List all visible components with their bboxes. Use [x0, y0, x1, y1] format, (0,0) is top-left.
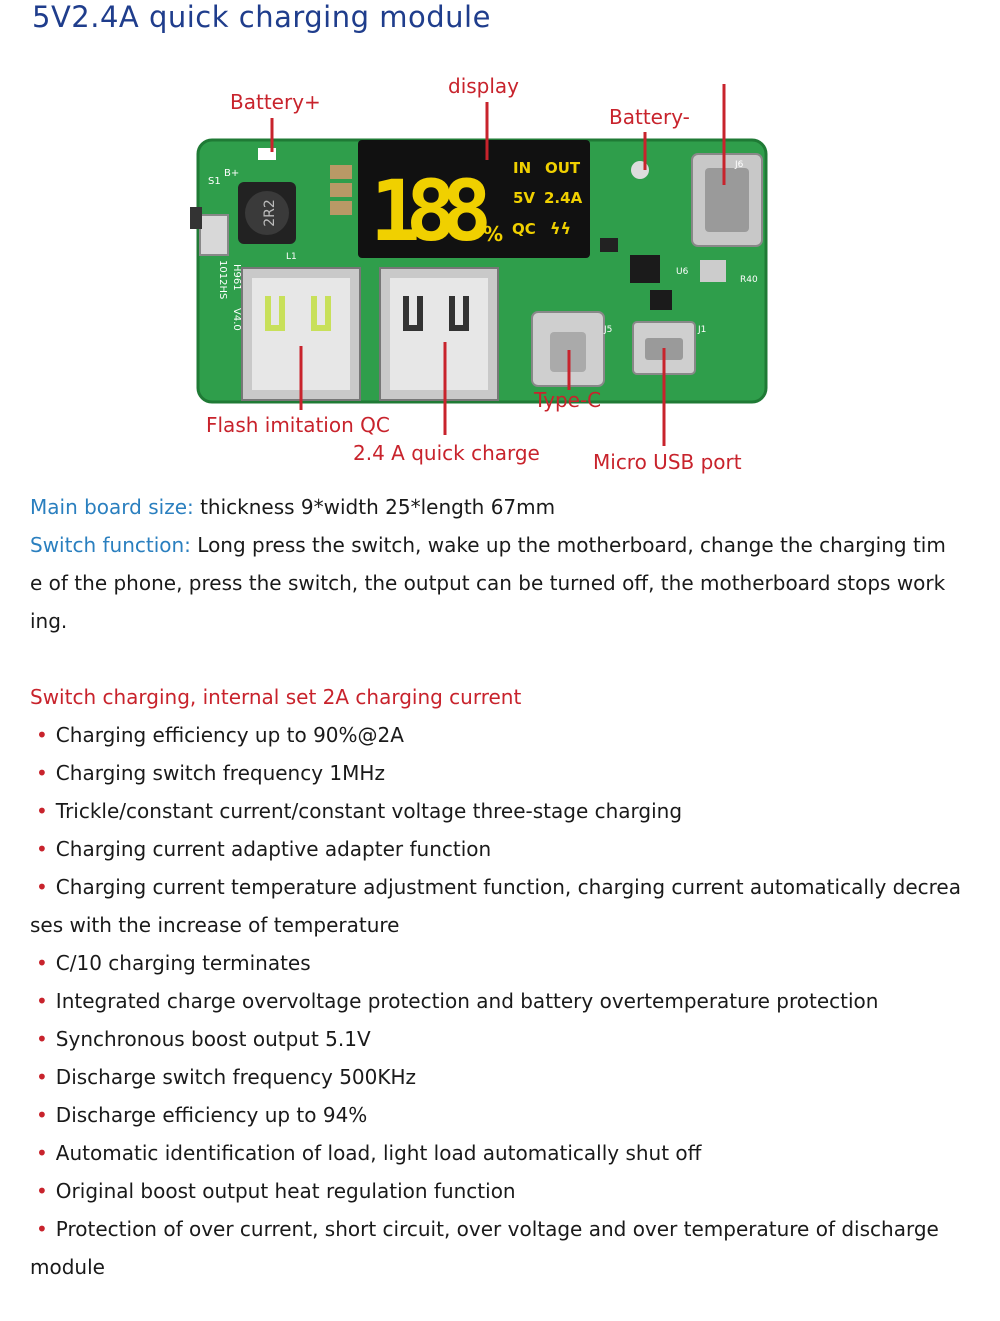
label-type-c: Type-C — [534, 388, 602, 412]
list-item: • Trickle/constant current/constant volta… — [30, 792, 980, 830]
svg-text:J6: J6 — [734, 160, 744, 170]
board-size-label: Main board size: — [30, 495, 194, 519]
bullet-icon: • — [36, 951, 48, 975]
list-item-text: Trickle/constant current/constant voltag… — [55, 799, 683, 823]
list-item: • Charging efficiency up to 90%@2A — [30, 716, 980, 754]
switch-function-line: Switch function: Long press the switch, … — [30, 526, 980, 564]
svg-text:S1: S1 — [208, 176, 221, 187]
list-item-text: Charging efficiency up to 90%@2A — [55, 723, 404, 747]
bullet-icon: • — [36, 1179, 48, 1203]
list-item: • Discharge efficiency up to 94% — [30, 1096, 980, 1134]
display-in: IN — [513, 159, 531, 177]
display-volt: 5V — [513, 189, 535, 207]
power-switch — [199, 214, 229, 256]
svg-text:U6: U6 — [676, 267, 689, 277]
bullet-icon: • — [36, 989, 48, 1013]
page-title: 5V2.4A quick charging module — [32, 0, 491, 34]
switch-function-text-1: Long press the switch, wake up the mothe… — [190, 533, 946, 557]
svg-text:H961: H961 — [231, 264, 242, 291]
label-battery-minus: Battery- — [609, 105, 690, 129]
list-item: • Charging current temperature adjustment… — [30, 868, 980, 906]
list-item: • Automatic identification of load, light… — [30, 1134, 980, 1172]
bullet-icon: • — [36, 761, 48, 785]
list-item-text: Discharge switch frequency 500KHz — [55, 1065, 417, 1089]
inductor-marking: 2R2 — [262, 199, 278, 227]
display-percent: % — [483, 222, 503, 246]
spec-block: Main board size: thickness 9*width 25*le… — [30, 488, 980, 640]
list-item-text: C/10 charging terminates — [55, 951, 311, 975]
list-item: • C/10 charging terminates — [30, 944, 980, 982]
switch-function-label: Switch function: — [30, 533, 191, 557]
display-out: OUT — [545, 159, 581, 177]
list-item: • Protection of over current, short circu… — [30, 1210, 980, 1248]
board-size-value: thickness 9*width 25*length 67mm — [193, 495, 556, 519]
list-item-text: Protection of over current, short circui… — [55, 1217, 939, 1241]
list-item: • Integrated charge overvoltage protectio… — [30, 982, 980, 1020]
list-item: • Charging switch frequency 1MHz — [30, 754, 980, 792]
list-item-text: Discharge efficiency up to 94% — [55, 1103, 368, 1127]
bullet-icon: • — [36, 799, 48, 823]
label-micro-usb: Micro USB port — [593, 450, 742, 474]
label-flash-imitation-qc: Flash imitation QC — [206, 413, 390, 437]
bullet-icon: • — [36, 1065, 48, 1089]
display-amp: 2.4A — [544, 189, 583, 207]
bullet-icon: • — [36, 1141, 48, 1165]
pcb-board-image: 2R2 188 % IN OUT 5V 2.4A QC ϟϟ — [190, 84, 768, 446]
module-figure: 2R2 188 % IN OUT 5V 2.4A QC ϟϟ — [0, 60, 1000, 490]
list-item-text: Original boost output heat regulation fu… — [55, 1179, 516, 1203]
label-display: display — [448, 74, 520, 98]
bullet-icon: • — [36, 875, 48, 899]
label-battery-plus: Battery+ — [230, 90, 321, 114]
list-item-text: Charging switch frequency 1MHz — [55, 761, 385, 785]
svg-text:J5: J5 — [603, 325, 612, 335]
bullet-icon: • — [36, 1103, 48, 1127]
list-item-text: Integrated charge overvoltage protection… — [55, 989, 879, 1013]
list-item-text: Charging current adaptive adapter functi… — [55, 837, 492, 861]
list-item-text: Charging current temperature adjustment … — [55, 875, 961, 899]
charging-heading: Switch charging, internal set 2A chargin… — [30, 685, 522, 709]
list-item: • Discharge switch frequency 500KHz — [30, 1058, 980, 1096]
switch-function-text-3: ing. — [30, 609, 68, 633]
display-bolt: ϟϟ — [550, 219, 571, 238]
svg-text:1012HS: 1012HS — [217, 260, 228, 299]
svg-text:J1: J1 — [697, 325, 706, 335]
list-item: • Synchronous boost output 5.1V — [30, 1020, 980, 1058]
label-quick-charge: 2.4 A quick charge — [353, 441, 540, 465]
svg-text:L1: L1 — [286, 252, 297, 262]
charging-block: Switch charging, internal set 2A chargin… — [30, 678, 980, 1286]
charging-item-continuation: ses with the increase of temperature — [30, 913, 400, 937]
svg-text:R40: R40 — [740, 275, 758, 285]
list-item-text: Synchronous boost output 5.1V — [55, 1027, 371, 1051]
led-display — [358, 140, 590, 258]
svg-text:B+: B+ — [224, 168, 239, 179]
board-size-line: Main board size: thickness 9*width 25*le… — [30, 488, 980, 526]
bullet-icon: • — [36, 1217, 48, 1241]
list-item: • Charging current adaptive adapter funct… — [30, 830, 980, 868]
svg-text:V4.0: V4.0 — [231, 308, 242, 331]
list-item-text: Automatic identification of load, light … — [55, 1141, 702, 1165]
charging-item-last-continuation: module — [30, 1255, 105, 1279]
list-item: • Original boost output heat regulation f… — [30, 1172, 980, 1210]
bullet-icon: • — [36, 837, 48, 861]
display-qc: QC — [512, 220, 536, 238]
bullet-icon: • — [36, 1027, 48, 1051]
bullet-icon: • — [36, 723, 48, 747]
display-digits: 188 — [370, 162, 492, 260]
switch-function-text-2: e of the phone, press the switch, the ou… — [30, 571, 946, 595]
